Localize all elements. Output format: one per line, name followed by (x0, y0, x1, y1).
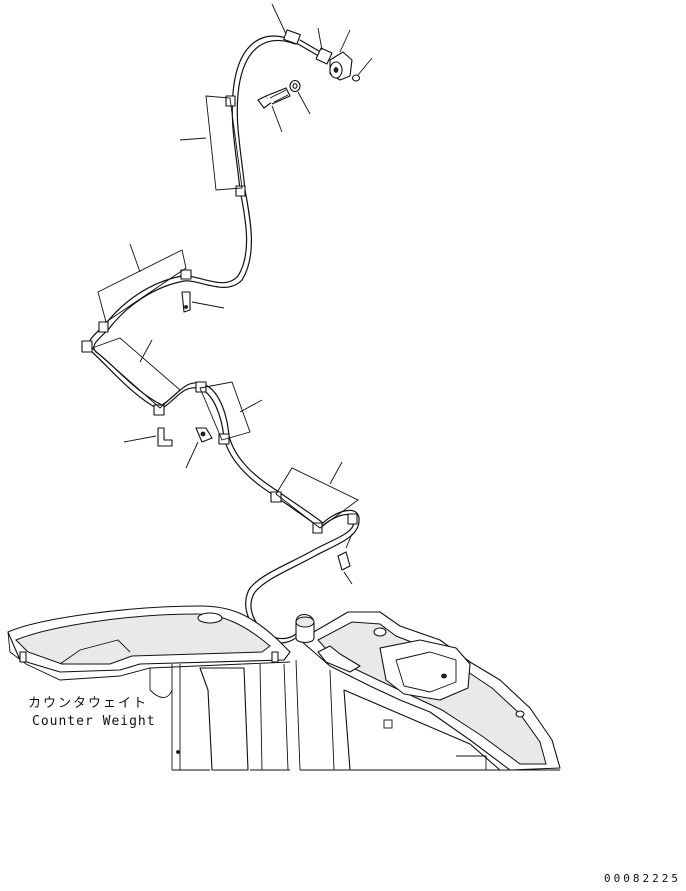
machine-frame (295, 611, 561, 771)
counter-weight (7, 605, 291, 771)
drawing-code: 00082225 (604, 872, 681, 885)
clamp-marker (180, 269, 192, 280)
counter-weight-label-en: Counter Weight (32, 714, 156, 729)
clamp-marker (270, 491, 282, 503)
harness-clamps (81, 95, 358, 534)
callouts (91, 95, 359, 529)
clamp-marker (235, 185, 246, 197)
clamp-marker (98, 321, 109, 333)
clamp-marker (312, 522, 323, 534)
counter-weight-label-jp: カウンタウェイト (28, 696, 149, 711)
clip-parts (123, 291, 353, 585)
wiring-harness (88, 3, 360, 644)
clamp-marker (347, 513, 358, 525)
top-connector-assembly (257, 27, 373, 133)
clamp-marker (153, 404, 165, 416)
clamp-marker (81, 340, 93, 353)
